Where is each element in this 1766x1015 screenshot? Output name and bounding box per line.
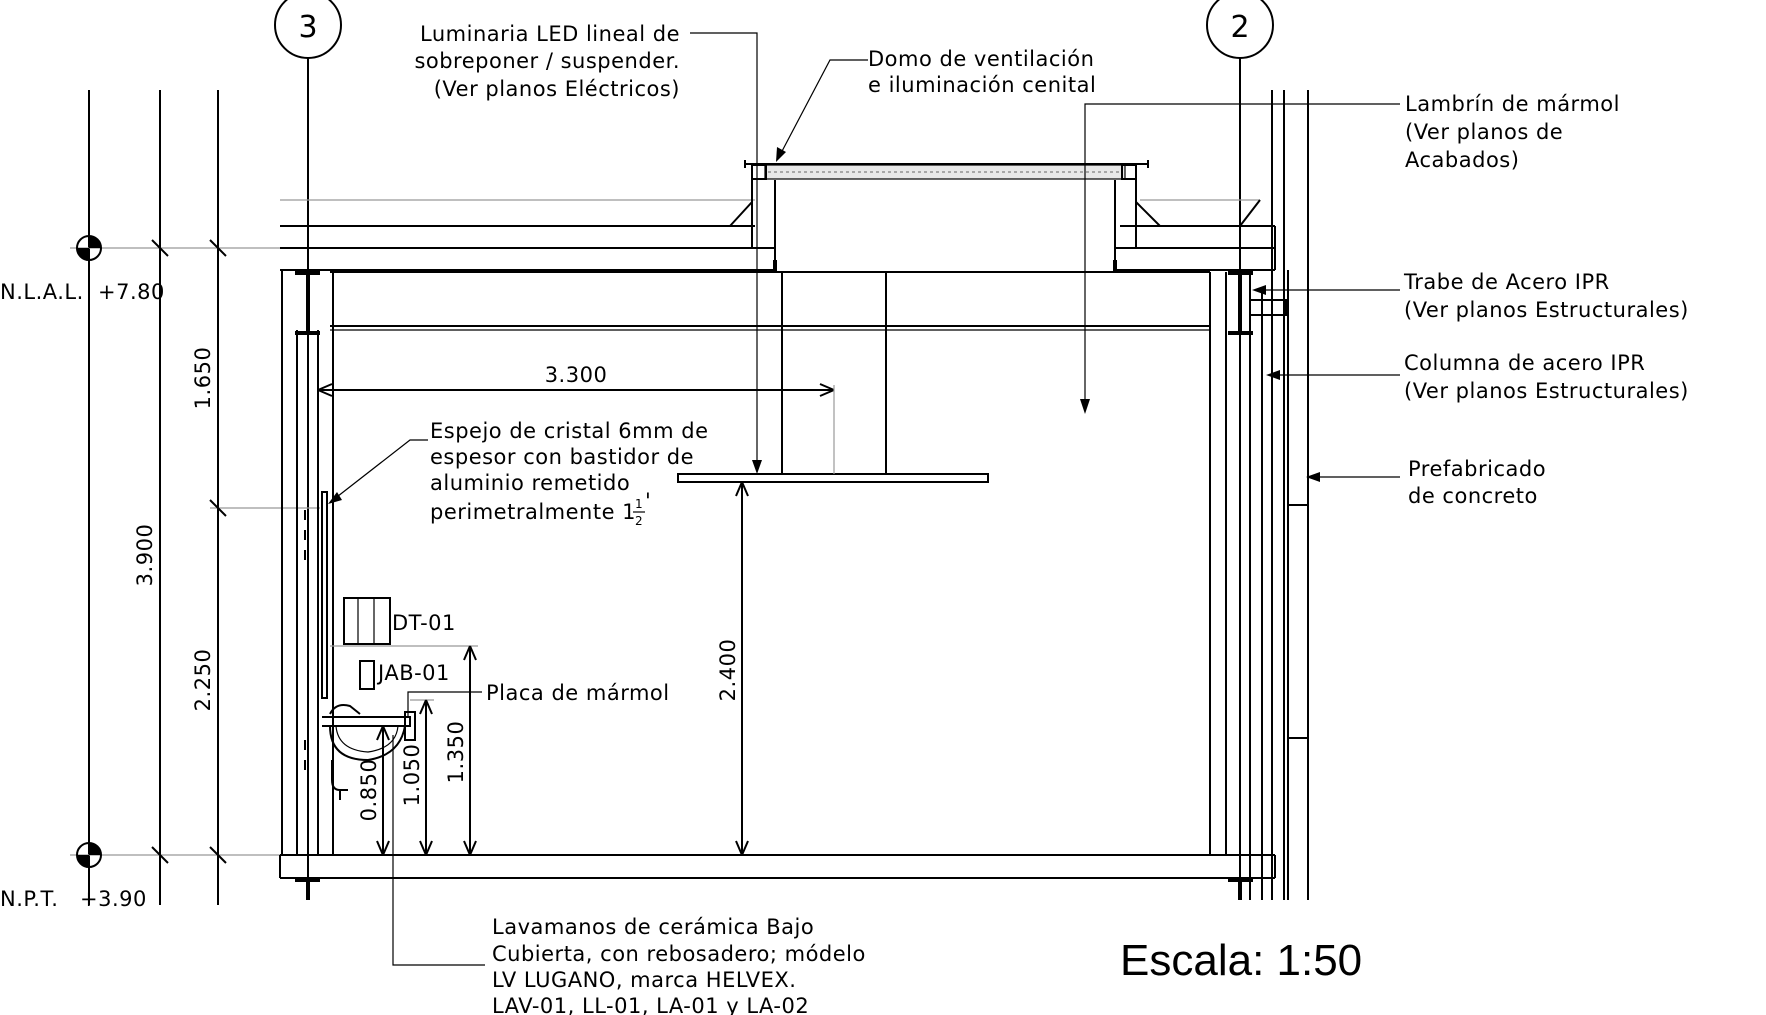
svg-text:espesor con bastidor de: espesor con bastidor de — [430, 445, 694, 469]
tag-dt01: DT-01 — [392, 611, 456, 635]
svg-text:(Ver planos Estructurales): (Ver planos Estructurales) — [1404, 379, 1689, 403]
svg-text:e iluminación cenital: e iluminación cenital — [868, 73, 1096, 97]
grid-axis-3-label: 3 — [298, 10, 317, 45]
washbasin — [322, 704, 416, 800]
svg-text:Cubierta, con rebosadero; móde: Cubierta, con rebosadero; módelo — [492, 942, 866, 966]
level-marker-bottom: N.P.T. +3.90 — [0, 842, 147, 911]
skylight-dome — [729, 160, 1261, 272]
grid-axis-2: 2 — [1206, 0, 1274, 880]
dim-lamp-width: 3.300 — [545, 363, 608, 387]
level-top-value: +7.80 — [98, 280, 165, 304]
svg-text:Prefabricado: Prefabricado — [1408, 457, 1546, 481]
note-columna: Columna de acero IPR (Ver planos Estruct… — [1404, 351, 1689, 403]
espejo-fraction-suffix: ' — [645, 489, 651, 513]
dim-upper: 1.650 — [191, 347, 215, 410]
luminaire-fixture — [677, 473, 989, 483]
mirror — [321, 491, 328, 699]
dim-lamp-height: 2.400 — [716, 639, 740, 702]
leaders — [328, 32, 1400, 966]
dim-counter-top: 1.350 — [444, 721, 468, 784]
dim-ticks — [151, 239, 227, 864]
svg-text:Domo de ventilación: Domo de ventilación — [868, 47, 1094, 71]
dim-basin: 0.850 — [357, 759, 381, 822]
level-top-label: N.L.A.L. — [0, 280, 84, 304]
note-domo: Domo de ventilación e iluminación cenita… — [868, 47, 1096, 97]
svg-text:Acabados): Acabados) — [1405, 148, 1519, 172]
note-lavamanos: Lavamanos de cerámica Bajo Cubierta, con… — [492, 915, 866, 1015]
towel-dispenser-dt01: DT-01 — [343, 597, 456, 645]
interior-dimensions: 3.300 2.400 1.350 1.050 0.850 — [317, 363, 835, 856]
trap — [331, 760, 348, 800]
svg-text:LAV-01, LL-01, LA-01 y LA-02: LAV-01, LL-01, LA-01 y LA-02 — [492, 994, 809, 1015]
svg-text:(Ver planos Estructurales): (Ver planos Estructurales) — [1404, 298, 1689, 322]
level-bottom-label: N.P.T. — [0, 887, 58, 911]
tag-jab01: JAB-01 — [376, 661, 450, 685]
espejo-fraction-den: 2 — [635, 514, 643, 528]
steel-column-2-bottom — [1228, 878, 1253, 900]
svg-text:aluminio remetido: aluminio remetido — [430, 471, 630, 495]
note-prefabricado: Prefabricado de concreto — [1408, 457, 1546, 508]
svg-text:sobreponer / suspender.: sobreponer / suspender. — [414, 49, 680, 73]
svg-text:Placa de mármol: Placa de mármol — [486, 681, 670, 705]
right-wall — [1209, 90, 1309, 900]
svg-text:de concreto: de concreto — [1408, 484, 1538, 508]
level-marker-top: N.L.A.L. +7.80 — [0, 235, 165, 304]
svg-text:Columna de acero IPR: Columna de acero IPR — [1404, 351, 1645, 375]
dim-total-height: 3.900 — [133, 524, 157, 587]
note-placa: Placa de mármol — [486, 681, 670, 705]
dim-lower: 2.250 — [191, 649, 215, 712]
grid-axis-3: 3 — [274, 0, 342, 880]
svg-text:(Ver planos de: (Ver planos de — [1405, 120, 1563, 144]
steel-column-2-top — [1228, 271, 1253, 335]
svg-text:Lambrín de mármol: Lambrín de mármol — [1405, 92, 1620, 116]
svg-text:Luminaria LED lineal de: Luminaria LED lineal de — [420, 22, 680, 46]
svg-text:Espejo de cristal 6mm de: Espejo de cristal 6mm de — [430, 419, 709, 443]
floor-slab — [279, 854, 1276, 879]
soap-dispenser-jab01: JAB-01 — [359, 660, 450, 690]
note-espejo: Espejo de cristal 6mm de espesor con bas… — [430, 419, 709, 528]
ipr-beam-section — [1250, 299, 1287, 316]
level-bottom-value: +3.90 — [80, 887, 147, 911]
note-trabe: Trabe de Acero IPR (Ver planos Estructur… — [1403, 270, 1689, 322]
svg-text:(Ver planos Eléctricos): (Ver planos Eléctricos) — [434, 77, 680, 101]
steel-column-3-bottom — [295, 878, 320, 900]
grid-axis-2-label: 2 — [1230, 10, 1249, 45]
dim-basin-top: 1.050 — [400, 744, 424, 807]
note-lambrin: Lambrín de mármol (Ver planos de Acabado… — [1405, 92, 1620, 172]
marble-counter — [322, 716, 411, 727]
dimension-chains: 3.900 1.650 2.250 — [70, 90, 330, 905]
suspended-luminaire — [677, 272, 989, 483]
roof-slab — [280, 199, 1276, 331]
scale-label: Escala: 1:50 — [1120, 936, 1362, 985]
svg-text:LV LUGANO, marca HELVEX.: LV LUGANO, marca HELVEX. — [492, 968, 796, 992]
left-wall — [281, 270, 334, 900]
svg-text:perimetralmente 1: perimetralmente 1 — [430, 500, 636, 524]
steel-column-3-top — [295, 271, 320, 335]
svg-text:Lavamanos de cerámica Bajo: Lavamanos de cerámica Bajo — [492, 915, 814, 939]
note-luminaria: Luminaria LED lineal de sobreponer / sus… — [414, 22, 680, 101]
espejo-fraction-num: 1 — [635, 497, 643, 511]
svg-text:Trabe de Acero IPR: Trabe de Acero IPR — [1403, 270, 1610, 294]
faucet — [329, 704, 361, 715]
